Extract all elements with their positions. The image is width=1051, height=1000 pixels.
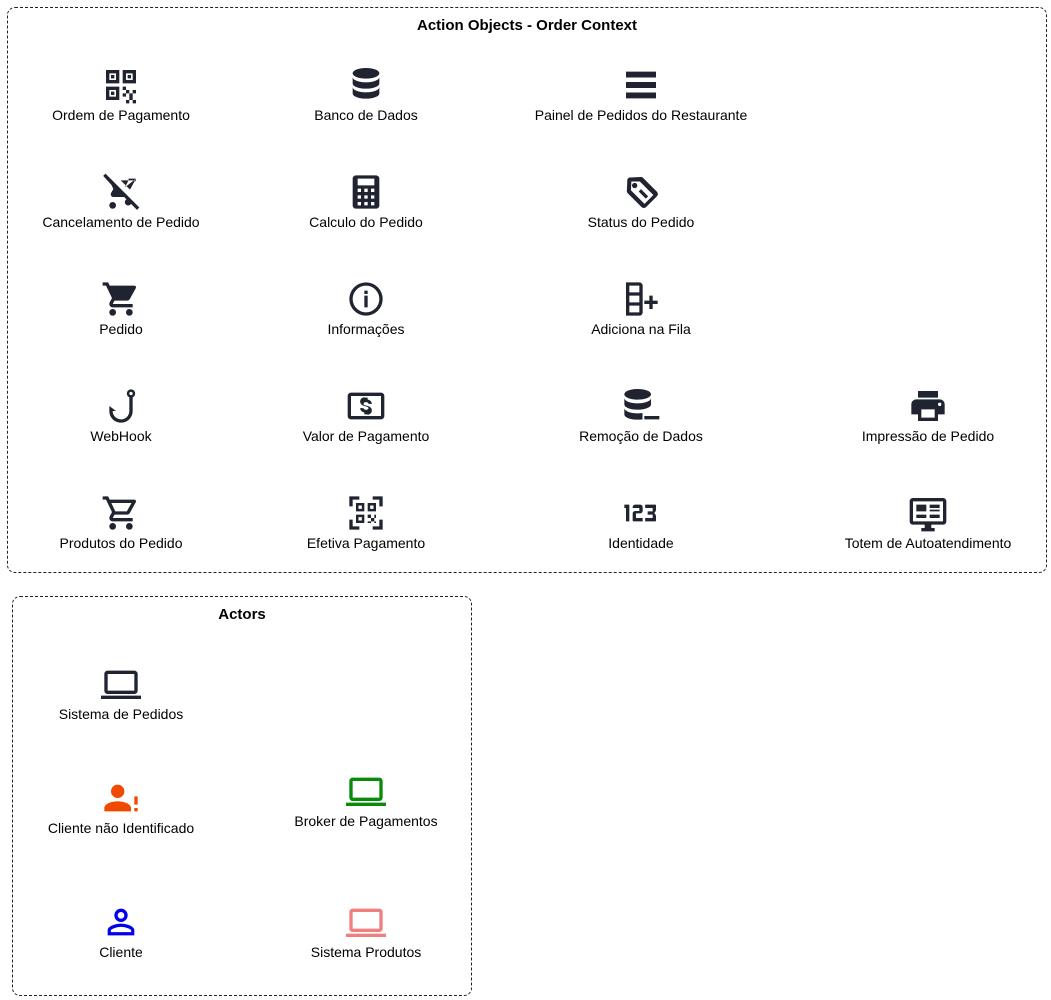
node-banco-de-dados: Banco de Dados	[256, 65, 476, 123]
node-label: Calculo do Pedido	[309, 214, 423, 230]
node-label: Adiciona na Fila	[591, 321, 691, 337]
cart-outline-icon	[101, 493, 141, 533]
node-remocao-de-dados: Remoção de Dados	[531, 386, 751, 444]
node-informacoes: Informações	[256, 279, 476, 337]
node-label: Sistema de Pedidos	[58, 706, 184, 722]
node-label: Remoção de Dados	[579, 428, 703, 444]
node-adiciona-na-fila: Adiciona na Fila	[531, 279, 751, 337]
node-label: Valor de Pagamento	[302, 428, 430, 444]
node-label: WebHook	[90, 428, 152, 444]
qr-code-icon	[101, 65, 141, 105]
node-label: Banco de Dados	[314, 107, 418, 123]
node-webhook: WebHook	[11, 386, 231, 444]
node-label: Broker de Pagamentos	[294, 813, 438, 829]
group-title: Action Objects - Order Context	[416, 17, 638, 34]
node-valor-de-pagamento: Valor de Pagamento	[256, 386, 476, 444]
node-cliente-nao-identificado: Cliente não Identificado	[11, 778, 231, 836]
node-calculo-do-pedido: Calculo do Pedido	[256, 172, 476, 230]
node-sistema-produtos: Sistema Produtos	[256, 902, 476, 960]
queue-add-icon	[621, 279, 661, 319]
node-impressao-de-pedido: Impressão de Pedido	[818, 386, 1038, 444]
group-title: Actors	[218, 606, 266, 623]
action-objects-group: Action Objects - Order Context	[7, 7, 1047, 573]
node-totem-de-autoatendimento: Totem de Autoatendimento	[818, 493, 1038, 551]
node-label: Cancelamento de Pedido	[42, 214, 200, 230]
node-label: Cliente	[99, 944, 143, 960]
node-produtos-do-pedido: Produtos do Pedido	[11, 493, 231, 551]
calculator-icon	[346, 172, 386, 212]
laptop-icon	[101, 664, 141, 704]
node-efetiva-pagamento: Efetiva Pagamento	[256, 493, 476, 551]
node-identidade: Identidade	[531, 493, 751, 551]
person-outline-icon	[101, 902, 141, 942]
node-painel-de-pedidos-do-restaurante: Painel de Pedidos do Restaurante	[531, 65, 751, 123]
node-cancelamento-de-pedido: Cancelamento de Pedido	[11, 172, 231, 230]
node-label: Identidade	[608, 535, 674, 551]
database-remove-icon	[621, 386, 661, 426]
node-cliente: Cliente	[11, 902, 231, 960]
node-pedido: Pedido	[11, 279, 231, 337]
node-ordem-de-pagamento: Ordem de Pagamento	[11, 65, 231, 123]
info-icon	[346, 279, 386, 319]
printer-icon	[908, 386, 948, 426]
node-status-do-pedido: Status do Pedido	[531, 172, 751, 230]
node-label: Impressão de Pedido	[861, 428, 995, 444]
node-label: Totem de Autoatendimento	[844, 535, 1012, 551]
database-icon	[346, 65, 386, 105]
list-panel-icon	[621, 65, 661, 105]
actors-group: Actors	[12, 596, 472, 996]
cart-off-icon	[101, 172, 141, 212]
money-icon	[346, 386, 386, 426]
laptop-icon	[346, 771, 386, 811]
node-label: Produtos do Pedido	[59, 535, 183, 551]
laptop-icon	[346, 902, 386, 942]
node-sistema-de-pedidos: Sistema de Pedidos	[11, 664, 231, 722]
tag-icon	[621, 172, 661, 212]
node-label: Status do Pedido	[587, 214, 695, 230]
person-alert-icon	[101, 778, 141, 818]
node-label: Cliente não Identificado	[47, 820, 195, 836]
node-label: Efetiva Pagamento	[306, 535, 426, 551]
node-broker-de-pagamentos: Broker de Pagamentos	[256, 771, 476, 829]
numeric-icon	[621, 493, 661, 533]
node-label: Painel de Pedidos do Restaurante	[534, 107, 748, 123]
node-label: Ordem de Pagamento	[52, 107, 190, 123]
cart-icon	[101, 279, 141, 319]
kiosk-icon	[908, 493, 948, 533]
node-label: Sistema Produtos	[310, 944, 422, 960]
node-label: Informações	[327, 321, 405, 337]
qr-scan-icon	[346, 493, 386, 533]
hook-icon	[101, 386, 141, 426]
node-label: Pedido	[99, 321, 143, 337]
